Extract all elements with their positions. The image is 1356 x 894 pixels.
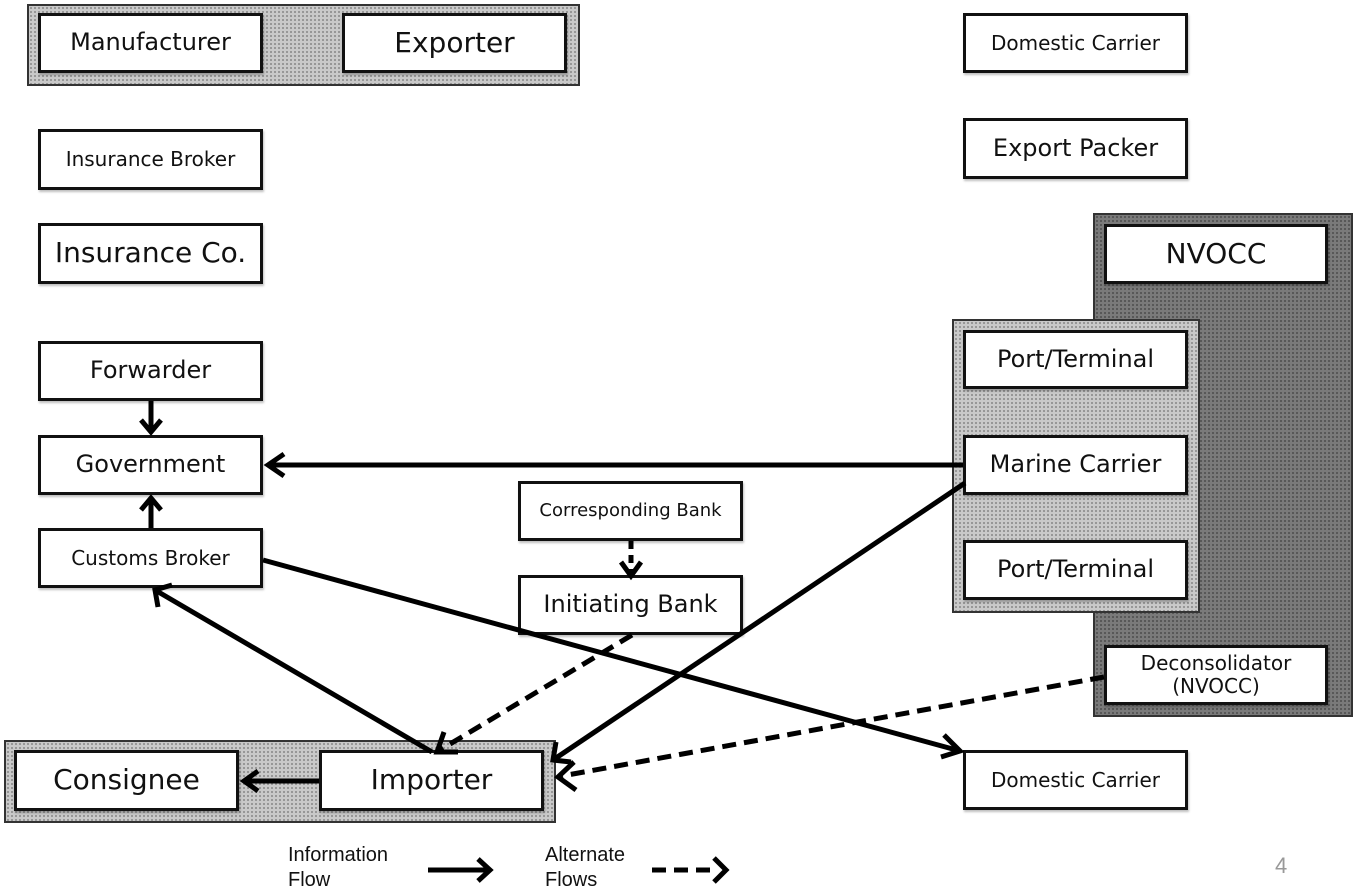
marine-carrier-node: Marine Carrier xyxy=(963,435,1188,495)
edge-marinecarrier-to-government xyxy=(263,451,963,479)
legend-dashed-label-line1: Alternate xyxy=(545,844,626,866)
customs-broker-node: Customs Broker xyxy=(38,528,263,588)
insurance-co-node: Insurance Co. xyxy=(38,223,263,284)
corresponding-bank-node: Corresponding Bank xyxy=(518,481,743,541)
deconsolidator-sublabel: (NVOCC) xyxy=(1172,674,1260,698)
arrowhead-initiating-bank xyxy=(618,560,644,581)
edge-importer-to-customsbroker xyxy=(152,582,434,755)
nvocc-node: NVOCC xyxy=(1104,224,1328,284)
manufacturer-node: Manufacturer xyxy=(38,13,263,73)
port-terminal-top-node: Port/Terminal xyxy=(963,330,1188,389)
legend-solid-arrow xyxy=(428,857,494,883)
legend-solid-label-line2: Flow xyxy=(288,869,331,891)
deconsolidator-label: Deconsolidator xyxy=(1140,651,1292,675)
government-node: Government xyxy=(38,435,263,495)
legend-solid-label: Information Flow xyxy=(288,843,388,893)
legend-dashed-label-line2: Flows xyxy=(545,869,598,891)
arrowhead-legend-dashed xyxy=(712,856,730,884)
legend-dashed-label: Alternate Flows xyxy=(545,843,625,893)
page-number: 4 xyxy=(1275,853,1288,878)
nvocc-group xyxy=(1093,213,1353,717)
domestic-carrier-top-node: Domestic Carrier xyxy=(963,13,1188,73)
exporter-node: Exporter xyxy=(342,13,567,73)
insurance-broker-node: Insurance Broker xyxy=(38,129,263,190)
arrowhead-deconsolidator-importer xyxy=(554,760,578,793)
initiating-bank-node: Initiating Bank xyxy=(518,575,743,635)
port-terminal-bottom-node: Port/Terminal xyxy=(963,540,1188,600)
export-packer-node: Export Packer xyxy=(963,118,1188,179)
edge-customsbroker-to-government xyxy=(139,494,163,528)
consignee-node: Consignee xyxy=(14,750,239,811)
importer-node: Importer xyxy=(319,750,544,811)
deconsolidator-node: Deconsolidator (NVOCC) xyxy=(1104,645,1328,705)
domestic-carrier-bottom-node: Domestic Carrier xyxy=(963,750,1188,810)
edge-initiatingbank-to-importer xyxy=(438,632,634,753)
legend-solid-label-line1: Information xyxy=(288,844,389,866)
edge-forwarder-to-government xyxy=(139,401,163,436)
forwarder-node: Forwarder xyxy=(38,341,263,401)
